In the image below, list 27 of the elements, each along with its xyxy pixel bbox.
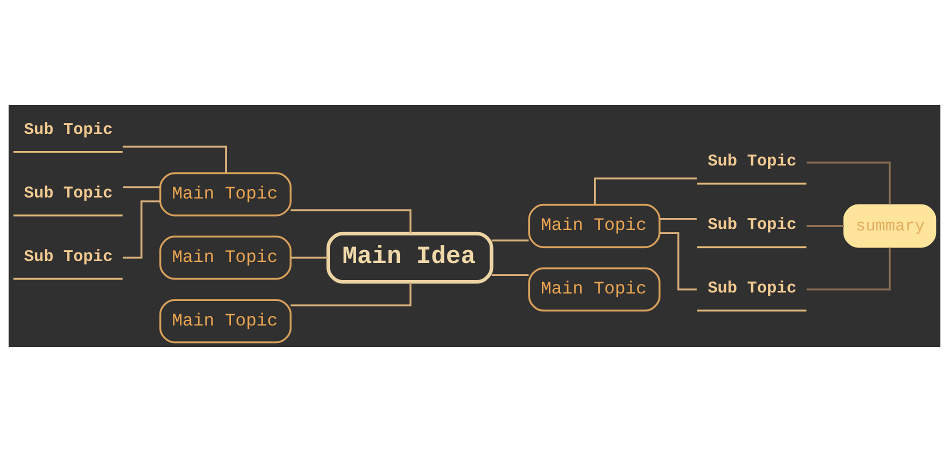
connector (290, 282, 412, 306)
connector (122, 145, 227, 172)
connector (122, 200, 160, 258)
connector (594, 176, 697, 204)
node-box: Main Topic (159, 235, 292, 280)
node-box: Main Topic (528, 266, 660, 312)
connector (806, 161, 891, 204)
node-text: Sub Topic (708, 214, 796, 234)
node-box: summary (843, 204, 936, 248)
node-text: Sub Topic (24, 246, 113, 266)
node-box: Main Topic (159, 298, 292, 343)
connector (492, 274, 529, 276)
node-text: Sub Topic (24, 182, 113, 202)
node-box: Main Idea (326, 231, 494, 284)
connector (492, 238, 529, 241)
connector (806, 224, 844, 226)
connector (123, 186, 160, 188)
connector (290, 208, 412, 233)
node-text: Sub Topic (708, 151, 796, 170)
node-text: Sub Topic (24, 120, 113, 139)
node-box: Main Topic (159, 172, 292, 216)
node-box: Main Topic (528, 203, 660, 248)
node-text: Sub Topic (708, 278, 796, 298)
connector (660, 232, 697, 290)
connector (806, 246, 891, 290)
connector (660, 218, 697, 220)
connector (291, 256, 328, 258)
